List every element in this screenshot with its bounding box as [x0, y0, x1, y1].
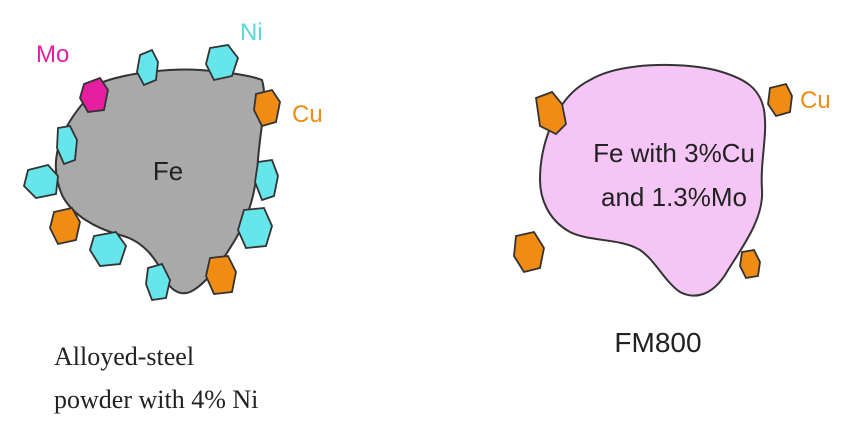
cu-particle — [49, 206, 81, 246]
ni-particle — [56, 125, 78, 166]
fm800-caption: FM800 — [614, 327, 701, 358]
ni-particle — [23, 163, 59, 199]
ni-label: Ni — [240, 19, 263, 46]
mo-label: Mo — [36, 41, 69, 68]
fm800-cu-particles — [513, 82, 793, 279]
cu-particles — [49, 88, 281, 295]
cu-label-right: Cu — [800, 87, 831, 114]
fm800-core — [538, 63, 767, 297]
ni-particle — [205, 44, 240, 82]
alloyed-steel-particle — [23, 44, 281, 301]
fe-core-label: Fe — [153, 156, 183, 186]
alloyed-steel-caption-line-2: powder with 4% Ni — [54, 385, 258, 414]
ni-particle — [136, 48, 159, 87]
fm800-core-label-line-1: Fe with 3%Cu — [593, 138, 755, 168]
cu-particle — [513, 230, 545, 274]
cu-particle — [205, 255, 237, 295]
ni-particle — [237, 207, 273, 249]
cu-particle — [535, 90, 567, 136]
alloyed-steel-caption-line-1: Alloyed-steel — [54, 342, 194, 371]
cu-particle — [739, 249, 761, 279]
cu-particle — [253, 88, 281, 128]
cu-particle — [767, 82, 793, 118]
fm800-particle — [513, 63, 793, 297]
mo-particle — [79, 76, 109, 113]
ni-particles — [23, 44, 279, 301]
fm800-core-label-line-2: and 1.3%Mo — [601, 182, 747, 212]
cu-label-left: Cu — [292, 101, 323, 128]
ni-particle — [89, 231, 127, 267]
ni-particle — [254, 159, 279, 202]
ni-particle — [145, 262, 171, 301]
